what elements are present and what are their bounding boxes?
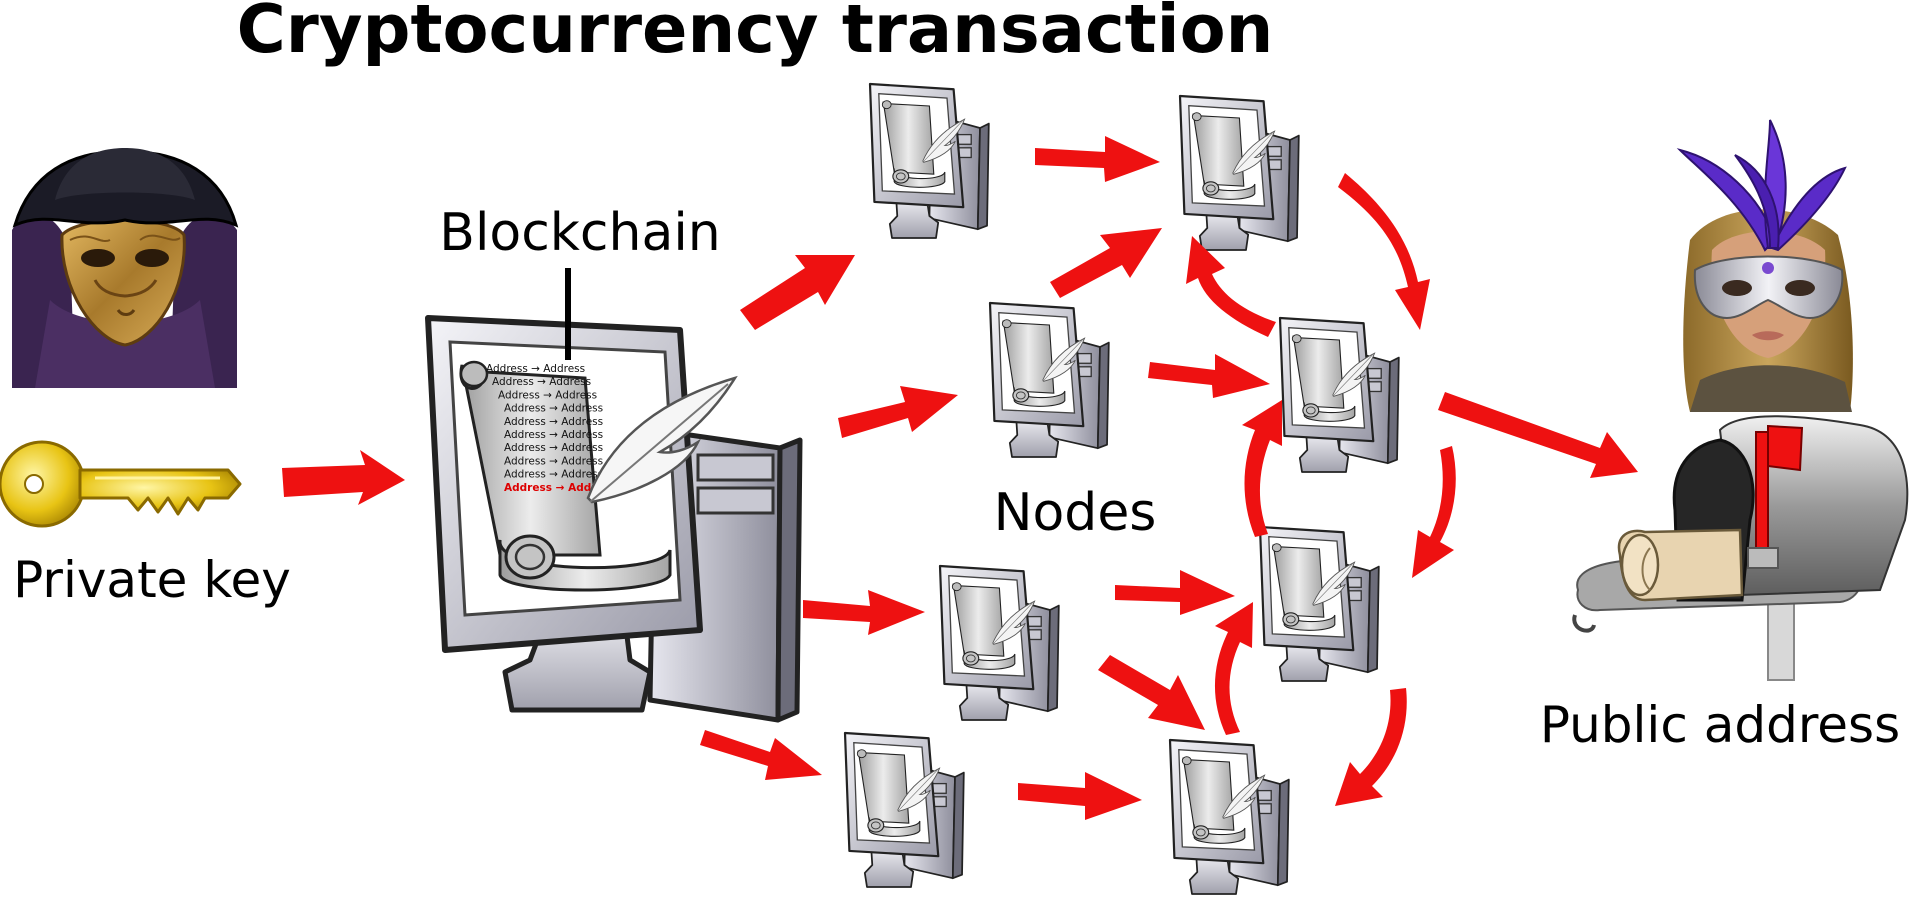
node-computer-3: [988, 301, 1110, 459]
node-computer-8: [1168, 738, 1290, 896]
ledger-entry: Address → Address: [498, 389, 597, 401]
ledger-entry: Address → Address: [504, 442, 603, 454]
arrow-node8-to-node6: [1214, 602, 1253, 735]
private-key-label: Private key: [13, 551, 291, 609]
arrow-node6-to-node8: [1335, 688, 1407, 806]
arrow-blockchain-to-node3: [838, 386, 958, 438]
arrow-node3-to-node4: [1148, 354, 1270, 398]
arrow-node4-to-node6: [1412, 446, 1456, 578]
arrow-node6-to-node4: [1242, 400, 1282, 537]
mailbox-with-scroll-icon: [1572, 415, 1909, 681]
arrow-node2-to-node4: [1338, 173, 1430, 330]
ledger-entry: Address → Address: [504, 469, 603, 481]
arrow-node7-to-node8: [1018, 772, 1142, 820]
propagation-curved-arrows: [1186, 173, 1456, 806]
arrow-node3-to-node2: [1050, 228, 1162, 298]
gold-key-icon: [0, 440, 242, 528]
node-computer-1: [868, 82, 990, 240]
node-computer-6: [1258, 525, 1380, 683]
node-computer-4: [1278, 316, 1400, 474]
arrow-key-to-blockchain: [282, 450, 405, 505]
masked-figure-hat-icon: [12, 148, 239, 388]
arrow-blockchain-to-node1: [740, 255, 855, 330]
arrow-node5-to-node6: [1115, 570, 1235, 615]
node-computer-2: [1178, 94, 1300, 252]
ledger-entry: Address → Address: [492, 376, 591, 388]
blockchain-label: Blockchain: [439, 203, 720, 263]
arrow-blockchain-to-node5: [803, 590, 925, 635]
ledger-entry: Address → Address: [504, 416, 603, 428]
arrow-node4-to-mailbox: [1438, 392, 1638, 478]
ledger-entry: Address → Address: [504, 403, 603, 415]
propagation-arrows: [700, 136, 1638, 820]
ledger-entry: Address → Address: [486, 363, 585, 375]
public-address-label: Public address: [1540, 696, 1900, 754]
arrow-blockchain-to-node7: [700, 730, 822, 780]
masked-figure-feathers-icon: [1676, 119, 1853, 412]
arrow-node1-to-node2: [1035, 136, 1160, 182]
ledger-entry: Address → Address: [504, 429, 603, 441]
node-computer-7: [843, 731, 965, 889]
blockchain-pointer-line: [565, 268, 571, 360]
ledger-entry-new: Address → Address: [504, 482, 616, 494]
ledger-entry: Address → Address: [504, 455, 603, 467]
nodes-label: Nodes: [994, 483, 1157, 543]
node-computer-5: [938, 564, 1060, 722]
page-title: Cryptocurrency transaction: [237, 0, 1274, 68]
arrow-node4-to-node2: [1186, 236, 1276, 337]
arrow-node5-to-node8: [1098, 655, 1205, 730]
